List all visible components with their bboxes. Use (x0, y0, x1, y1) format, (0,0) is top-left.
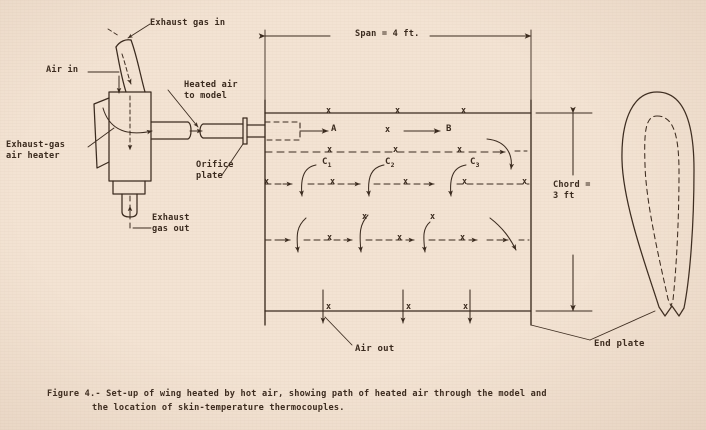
thermocouple-mark: x (406, 301, 412, 311)
label-leaders (87, 23, 152, 229)
label-air-out: Air out (355, 344, 395, 354)
wing-planform (264, 99, 532, 326)
thermocouple-mark: x (326, 301, 332, 311)
label-exhaust-gas-out: Exhaust gas out (152, 213, 190, 234)
thermocouple-ticks (322, 289, 471, 312)
thermocouple-mark: x (522, 176, 528, 186)
thermocouple-mark: x (460, 232, 466, 242)
label-orifice-plate: Orifice plate (196, 160, 234, 181)
label-exhaust-gas-air-heater: Exhaust-gas air heater (6, 140, 66, 161)
flow-row-c (264, 164, 530, 197)
flow-row-mid (264, 214, 530, 253)
chord-dimension (535, 106, 593, 312)
air-out-arrows (320, 289, 473, 324)
thermocouple-mark: x (403, 176, 409, 186)
figure-caption-line1: Figure 4.- Set-up of wing heated by hot … (47, 389, 547, 399)
flow-row-ab (264, 128, 528, 170)
thermocouple-mark: x (462, 176, 468, 186)
label-chord-dimension: Chord = 3 ft (553, 180, 591, 201)
label-air-in: Air in (46, 65, 79, 75)
thermocouple-mark: x (330, 176, 336, 186)
orifice-plate-duct (167, 89, 266, 176)
thermocouple-mark: x (395, 105, 401, 115)
thermocouple-mark: x (327, 232, 333, 242)
label-span-dimension: Span = 4 ft. (355, 29, 420, 39)
thermocouple-mark: x (362, 211, 368, 221)
span-dimension (258, 29, 532, 114)
thermocouple-mark: x (463, 301, 469, 311)
label-exhaust-gas-in: Exhaust gas in (150, 18, 226, 28)
thermocouple-mark: x (264, 176, 270, 186)
label-station-c2: C2 (385, 157, 395, 169)
air-out-leader (324, 316, 353, 346)
label-station-c1: C1 (322, 157, 332, 169)
thermocouple-mark: x (385, 124, 391, 134)
exhaust-gas-air-heater-assembly (93, 39, 192, 229)
figure-caption-line2: the location of skin-temperature thermoc… (92, 403, 345, 413)
airfoil-section (621, 91, 695, 317)
label-end-plate: End plate (594, 339, 645, 349)
thermocouple-mark: x (326, 105, 332, 115)
end-plate-leader (530, 310, 656, 341)
label-station-c3: C3 (470, 157, 480, 169)
thermocouple-mark: x (397, 232, 403, 242)
thermocouple-mark: x (457, 144, 463, 154)
label-station-a: A (331, 124, 337, 134)
thermocouple-mark: x (327, 144, 333, 154)
label-heated-air-to-model: Heated air to model (184, 80, 238, 101)
thermocouple-mark: x (430, 211, 436, 221)
label-station-b: B (446, 124, 452, 134)
thermocouple-mark: x (393, 144, 399, 154)
thermocouple-mark: x (461, 105, 467, 115)
inlet-duct-stub (264, 121, 301, 141)
